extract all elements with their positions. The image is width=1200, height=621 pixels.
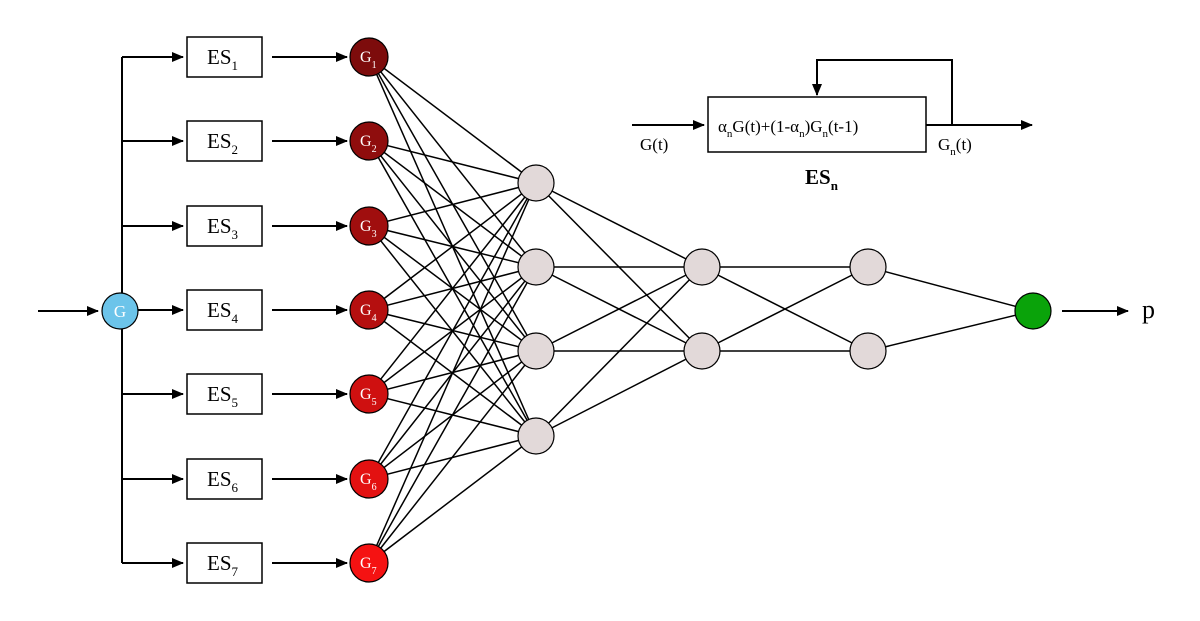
- smoother-label: ES4: [207, 298, 239, 326]
- network-edge: [368, 182, 537, 311]
- network-edge: [368, 182, 537, 395]
- smoothed-node-label: G3: [360, 218, 377, 240]
- smoother-label: ES5: [207, 382, 238, 410]
- inset-formula-box: [707, 96, 927, 153]
- input-node: [101, 292, 139, 330]
- output-label: p: [1142, 295, 1155, 324]
- smoother-label: ES7: [207, 551, 239, 579]
- inset-feedback-arrow: [812, 59, 953, 125]
- hidden-node: [517, 332, 555, 370]
- network-edge: [535, 182, 703, 268]
- network-edge: [701, 266, 869, 352]
- smoothed-node-label: G1: [360, 49, 377, 71]
- smoothed-node: [349, 206, 389, 246]
- network-edge: [368, 182, 537, 564]
- input-node-label: G: [114, 302, 126, 321]
- network-edge: [535, 266, 703, 352]
- smoother-box: [186, 458, 263, 500]
- network-edge: [368, 182, 537, 480]
- network-edge: [368, 56, 537, 184]
- smoother-label: ES1: [207, 45, 238, 73]
- network-edge: [535, 350, 703, 437]
- hidden-node: [683, 332, 721, 370]
- network-edge: [368, 182, 537, 227]
- smoother-box: [186, 542, 263, 584]
- smoothed-node-label: G4: [360, 302, 377, 324]
- smoothed-node: [349, 290, 389, 330]
- smoothed-node: [349, 374, 389, 414]
- smoothed-node: [349, 459, 389, 499]
- network-connections: [368, 56, 1034, 564]
- inset-output-label: Gn(t): [938, 135, 972, 158]
- hidden-node: [517, 417, 555, 455]
- network-edge: [867, 310, 1034, 352]
- network-edge: [867, 266, 1034, 312]
- smoothed-node-label: G7: [360, 555, 377, 577]
- network-edge: [535, 266, 703, 437]
- network-edge: [368, 350, 537, 564]
- smoothed-node-label: G2: [360, 133, 377, 155]
- hidden-node: [683, 248, 721, 286]
- smoother-label: ES6: [207, 467, 239, 495]
- smoother-box: [186, 373, 263, 415]
- smoother-box: [186, 120, 263, 162]
- smoothed-node: [349, 121, 389, 161]
- network-edge: [368, 266, 537, 564]
- smoothed-node-label: G6: [360, 471, 377, 493]
- smoother-label: ES3: [207, 214, 238, 242]
- network-edge: [368, 435, 537, 564]
- smoother-box: [186, 289, 263, 331]
- inset-caption: ESn: [805, 165, 839, 193]
- network-edge: [368, 140, 537, 184]
- smoothed-node-label: G5: [360, 386, 377, 408]
- hidden-node: [849, 248, 887, 286]
- smoother-box: [186, 36, 263, 78]
- hidden-node: [849, 332, 887, 370]
- inset-input-label: G(t): [640, 135, 668, 154]
- inset-formula-text: αnG(t)+(1-αn)Gn(t-1): [718, 117, 858, 140]
- output-node: [1014, 292, 1052, 330]
- smoother-label: ES2: [207, 129, 238, 157]
- smoother-box: [186, 205, 263, 247]
- hidden-node: [517, 164, 555, 202]
- smoothed-node: [349, 37, 389, 77]
- smoothed-node: [349, 543, 389, 583]
- hidden-node: [517, 248, 555, 286]
- smoother-detail-inset: G(t) αnG(t)+(1-αn)Gn(t-1) Gn(t) ESn: [632, 59, 1033, 193]
